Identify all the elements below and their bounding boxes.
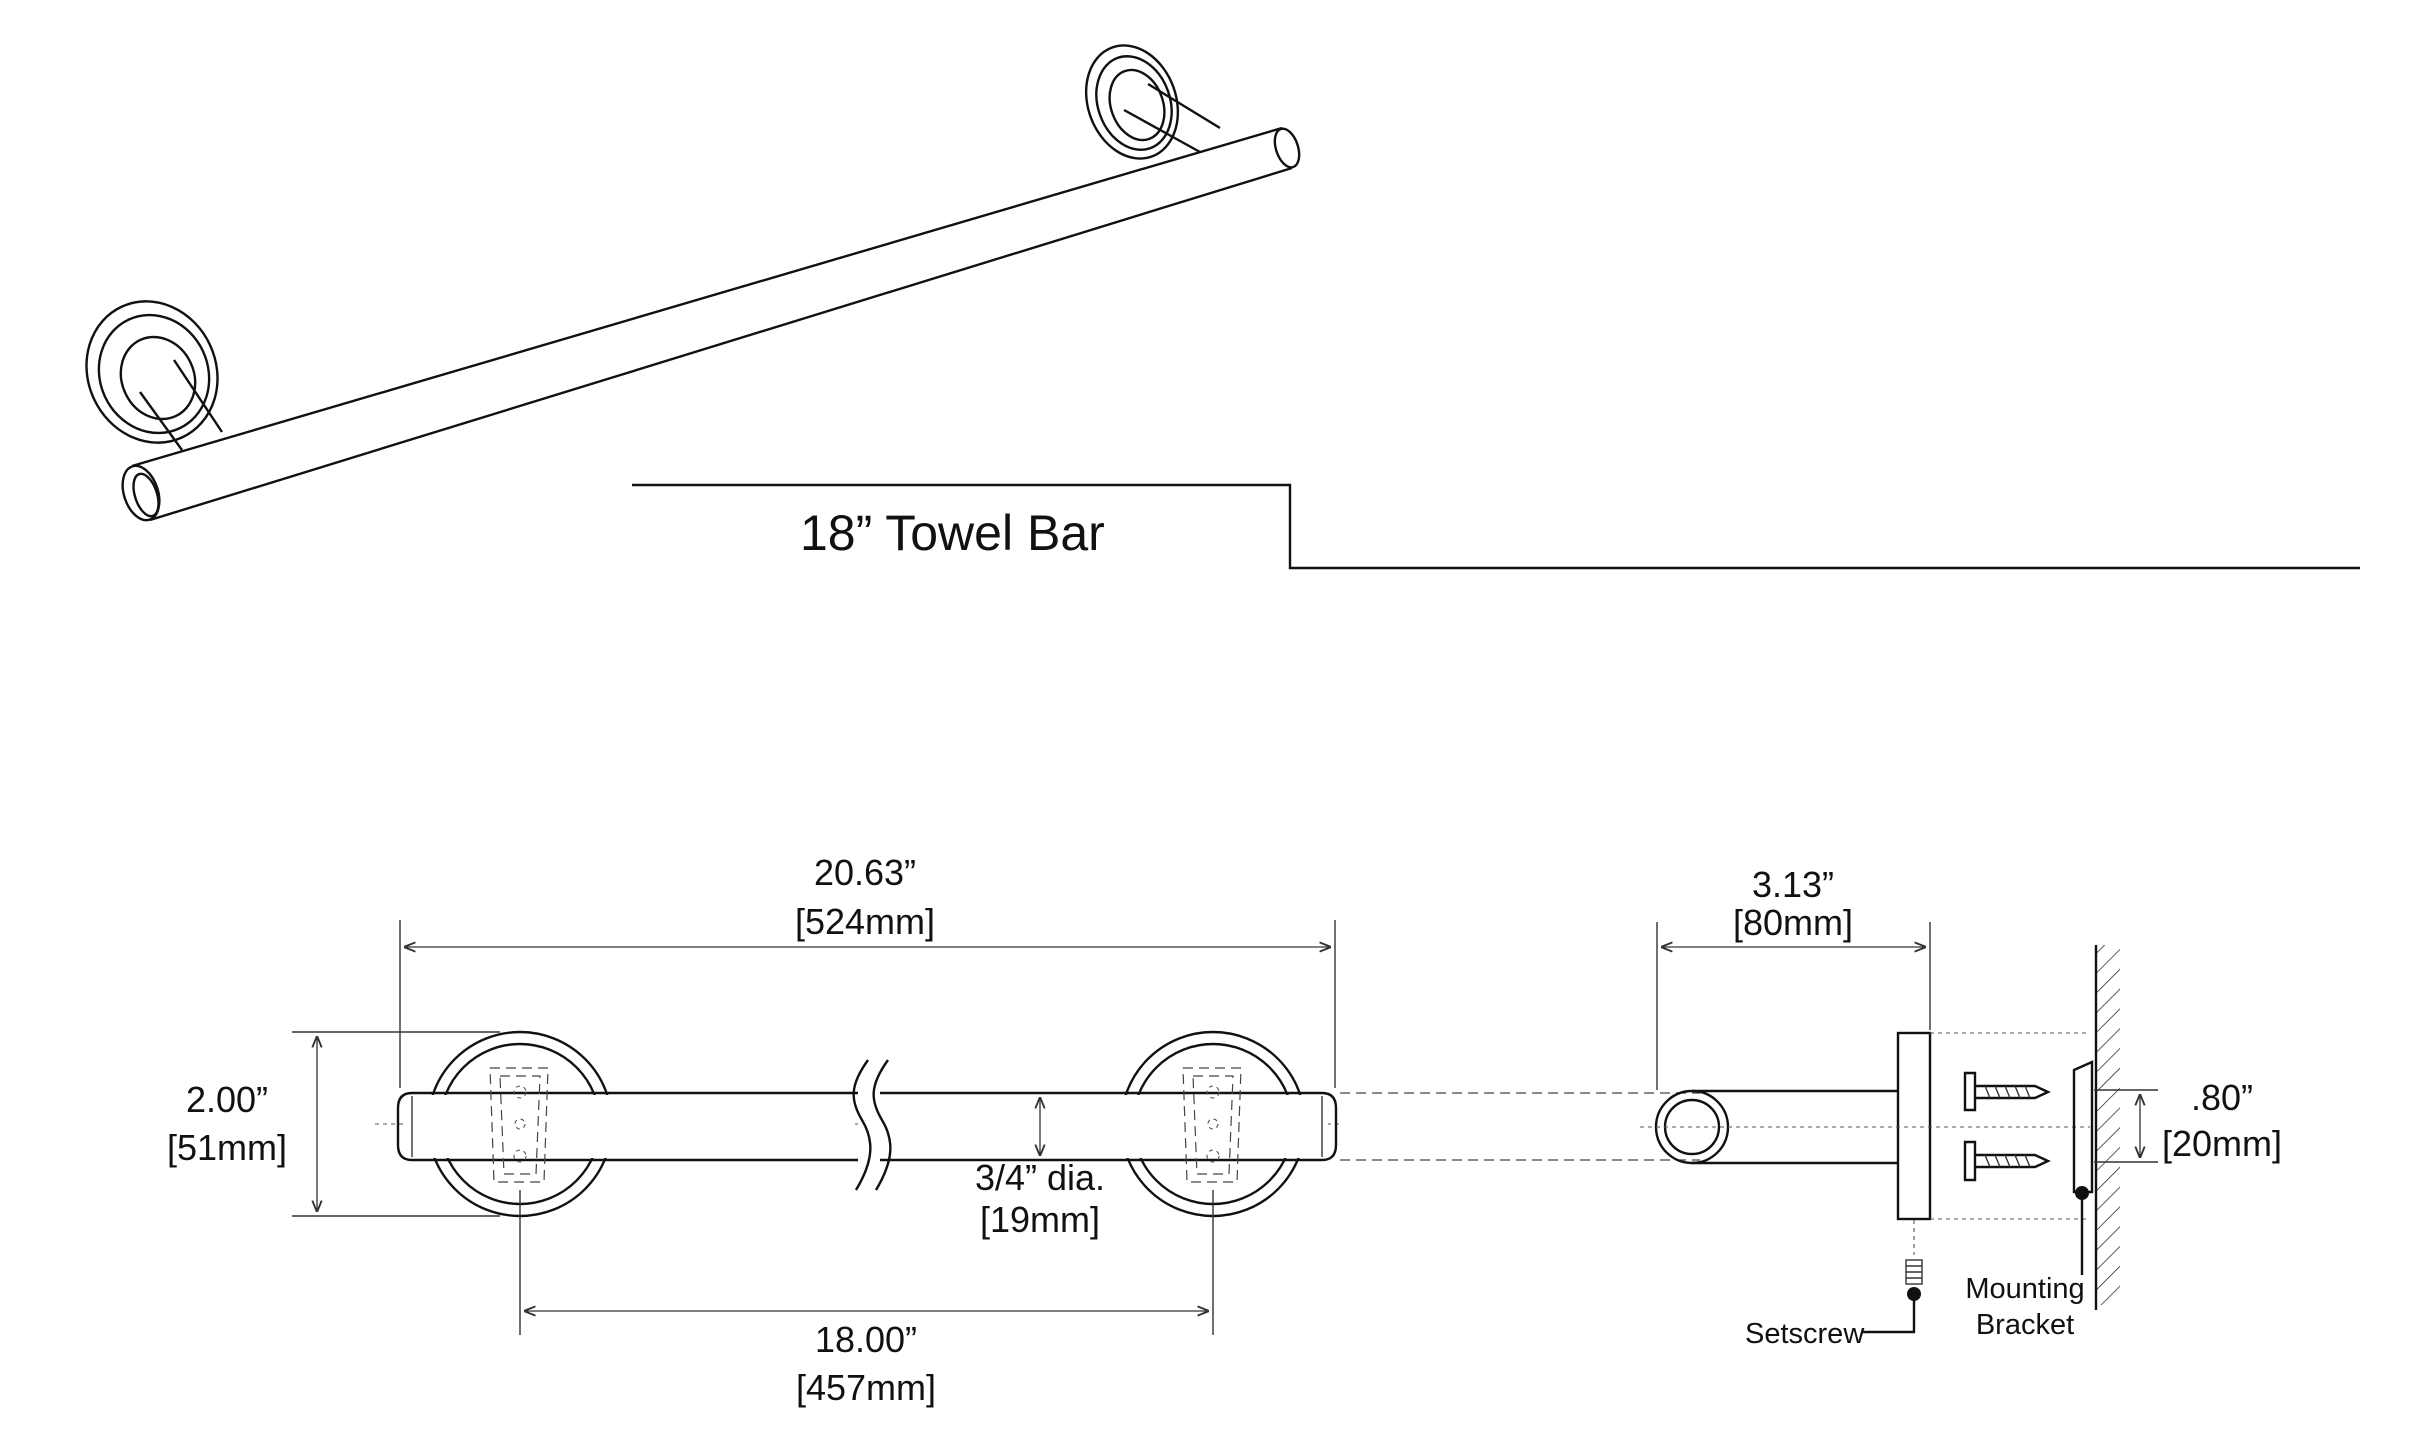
bracket-imperial: .80” bbox=[2191, 1077, 2253, 1118]
bar-diameter-imperial: 3/4” dia. bbox=[975, 1157, 1105, 1198]
overall-length-metric: [524mm] bbox=[795, 901, 935, 942]
isometric-view bbox=[85, 44, 1301, 522]
side-elevation: Setscrew Mounting Bracket 3.13” [80mm] .… bbox=[1640, 864, 2282, 1350]
mounting-bracket-label-line1: Mounting bbox=[1965, 1273, 2084, 1305]
projection-metric: [80mm] bbox=[1733, 902, 1853, 943]
center-to-center-imperial: 18.00” bbox=[815, 1319, 917, 1360]
flange-height-metric: [51mm] bbox=[167, 1127, 287, 1168]
setscrew-label: Setscrew bbox=[1745, 1318, 1865, 1350]
overall-length-imperial: 20.63” bbox=[814, 852, 916, 893]
rosette-left bbox=[85, 300, 219, 444]
bracket-metric: [20mm] bbox=[2162, 1123, 2282, 1164]
bar-diameter-metric: [19mm] bbox=[980, 1199, 1100, 1240]
flange-height-imperial: 2.00” bbox=[186, 1079, 268, 1120]
front-elevation: 20.63” [524mm] 18.00” [457mm] 2.00” [51m… bbox=[167, 852, 1340, 1408]
product-title: 18” Towel Bar bbox=[800, 505, 1105, 561]
title-divider bbox=[632, 483, 2360, 570]
mounting-bracket bbox=[2072, 1060, 2094, 1194]
wall-hatch bbox=[2096, 945, 2120, 1305]
length-break bbox=[852, 1059, 892, 1195]
center-to-center-metric: [457mm] bbox=[796, 1367, 936, 1408]
mounting-bracket-label-line2: Bracket bbox=[1976, 1309, 2074, 1341]
projection-imperial: 3.13” bbox=[1752, 864, 1834, 905]
rosette-right bbox=[1084, 44, 1180, 160]
wall-screws bbox=[1963, 1071, 2051, 1182]
